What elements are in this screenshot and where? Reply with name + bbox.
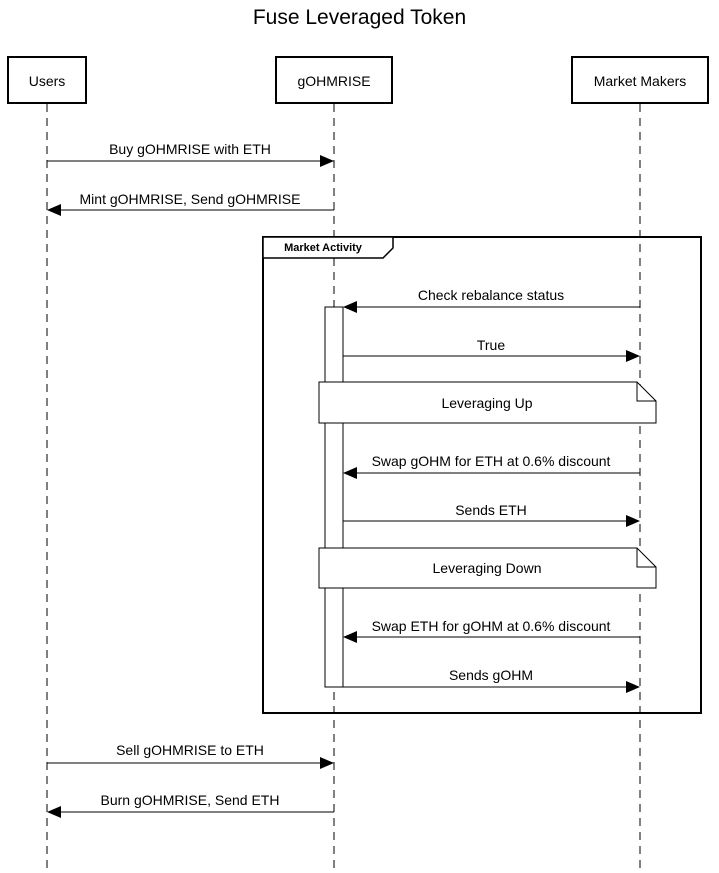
message-sends-gohm-label: Sends gOHM: [449, 667, 533, 683]
note-leveraging-down: Leveraging Down: [318, 547, 657, 589]
message-sell-label: Sell gOHMRISE to ETH: [116, 742, 264, 758]
market-activity-frame-label: Market Activity: [284, 242, 363, 254]
message-true-label: True: [477, 337, 505, 353]
message-swap-gohm-for-eth-label: Swap gOHM for ETH at 0.6% discount: [372, 453, 611, 469]
actor-market-makers: Market Makers: [571, 56, 709, 104]
message-sends-eth-label: Sends ETH: [455, 502, 527, 518]
message-swap-eth-for-gohm-label: Swap ETH for gOHM at 0.6% discount: [372, 618, 611, 634]
gohmrise-activation-bar: [324, 306, 344, 688]
actor-gohmrise-label: gOHMRISE: [297, 73, 370, 89]
message-mint-label: Mint gOHMRISE, Send gOHMRISE: [80, 191, 301, 207]
note-leveraging-up-label: Leveraging Up: [441, 395, 532, 411]
message-burn-label: Burn gOHMRISE, Send ETH: [101, 792, 280, 808]
actor-market-makers-label: Market Makers: [594, 73, 687, 89]
actor-users-label: Users: [29, 73, 66, 89]
diagram-title: Fuse Leveraged Token: [252, 6, 467, 29]
note-leveraging-down-label: Leveraging Down: [433, 560, 542, 576]
market-activity-frame: Market Activity: [262, 236, 702, 714]
actor-users: Users: [7, 56, 87, 104]
message-check-rebalance-label: Check rebalance status: [418, 287, 564, 303]
note-leveraging-up: Leveraging Up: [318, 381, 657, 424]
message-buy-label: Buy gOHMRISE with ETH: [109, 141, 271, 157]
actor-gohmrise: gOHMRISE: [275, 56, 393, 104]
